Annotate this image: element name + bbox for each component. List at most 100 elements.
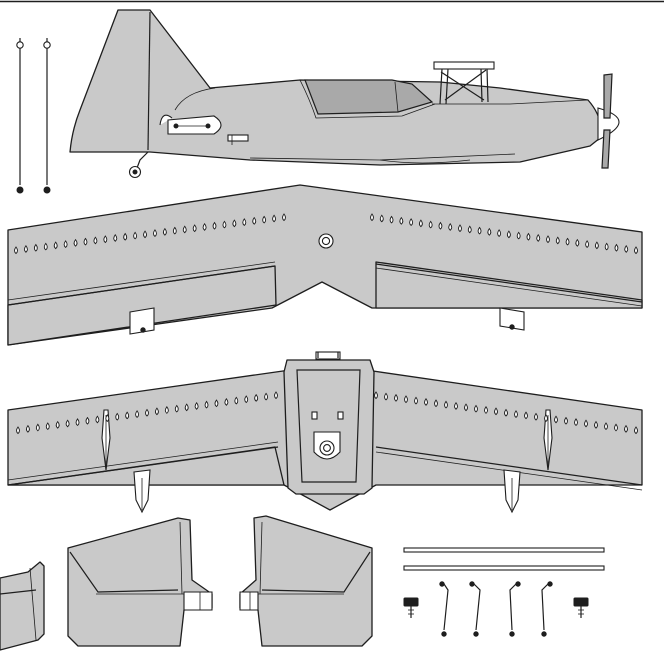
stabilizer-left [67,517,213,647]
strut-anchor-right [543,409,553,471]
rib-marker [143,230,147,239]
rib-marker [624,245,629,253]
pushrod-long [403,547,605,553]
rib-marker [105,414,110,422]
rib-marker [374,391,378,400]
rib-marker [153,229,157,237]
rib-marker [154,407,159,416]
rib-marker [133,231,138,240]
rib-marker [214,399,219,408]
rib-marker [75,418,80,427]
rib-marker [524,411,528,420]
rib-marker [164,406,169,414]
strut-anchor-left [101,409,111,471]
rib-marker [212,221,217,230]
rib-marker [73,238,78,247]
rib-marker [113,234,118,242]
rib-marker [554,415,558,424]
rib-marker [594,420,598,429]
top-wing [7,351,643,514]
control-horn-right [499,307,525,331]
rib-marker [585,240,590,248]
rib-marker [252,216,257,225]
rib-marker [95,415,100,424]
rib-marker [444,400,448,409]
rib-marker [242,218,247,226]
rib-marker [204,400,209,409]
rib-marker [254,393,259,402]
rib-marker [224,397,229,406]
rib-marker [115,412,120,421]
rib-marker [53,241,58,250]
rib-marker [546,235,550,244]
rib-marker [244,395,249,404]
rib-marker [516,231,521,240]
rib-marker [454,402,458,410]
control-horn-right [503,469,521,514]
thumb-screw-right [573,597,589,618]
rib-marker [282,213,286,222]
rib-marker [409,218,414,226]
wing-rib-markers-bottom [14,213,638,255]
clevis-linkage-4 [541,581,553,637]
rib-marker [65,419,70,428]
rib-marker [614,243,619,252]
rib-marker [634,426,638,435]
rib-marker [162,227,167,236]
strut-right [43,38,51,194]
rib-marker [35,423,40,432]
rib-marker [272,214,277,223]
rib-marker [174,404,179,413]
stabilizer-fragment [0,561,45,651]
rib-marker [23,245,28,253]
rib-marker [624,424,628,433]
rib-marker [504,408,508,417]
rib-marker [379,214,384,223]
rib-marker [634,246,638,255]
clevis-linkage-3 [509,581,521,637]
rib-marker [494,407,498,416]
rib-marker [145,408,149,417]
rib-marker [424,397,428,406]
rib-marker [192,224,197,233]
rib-marker [506,230,511,239]
rib-marker [384,392,388,401]
rib-marker [594,241,599,250]
rib-marker [370,213,374,222]
strut-left [16,38,24,194]
rib-marker [123,232,128,241]
wing-bolt-hole [318,233,334,249]
rib-marker [434,399,438,408]
rib-marker [467,225,472,234]
rib-marker [404,395,408,404]
rib-marker [484,406,488,414]
wing-rib-markers-top [16,391,638,435]
rib-marker [85,416,90,425]
rib-marker [458,224,462,233]
rib-marker [16,426,20,435]
fuselage [69,9,620,179]
rib-marker [497,229,502,237]
rib-marker [222,220,227,229]
center-bolt [313,431,341,460]
control-horn-left [133,469,151,514]
rib-marker [274,391,278,400]
rib-marker [63,240,68,248]
rib-marker [464,403,468,412]
rib-marker [135,410,140,418]
rib-marker [399,216,404,225]
rib-marker [544,414,548,422]
rib-marker [14,246,18,255]
tail-wheel [128,151,149,179]
rib-marker [536,234,541,242]
horizontal-stabilizer [0,515,373,651]
wing-struts [16,38,51,194]
rib-marker [575,238,580,247]
rib-marker [184,403,189,412]
rib-marker [564,416,568,425]
tail-servo-pod [159,114,222,135]
pushrod-short [403,565,605,571]
rib-marker [389,215,394,224]
rib-marker [604,422,608,431]
rib-marker [474,404,478,413]
